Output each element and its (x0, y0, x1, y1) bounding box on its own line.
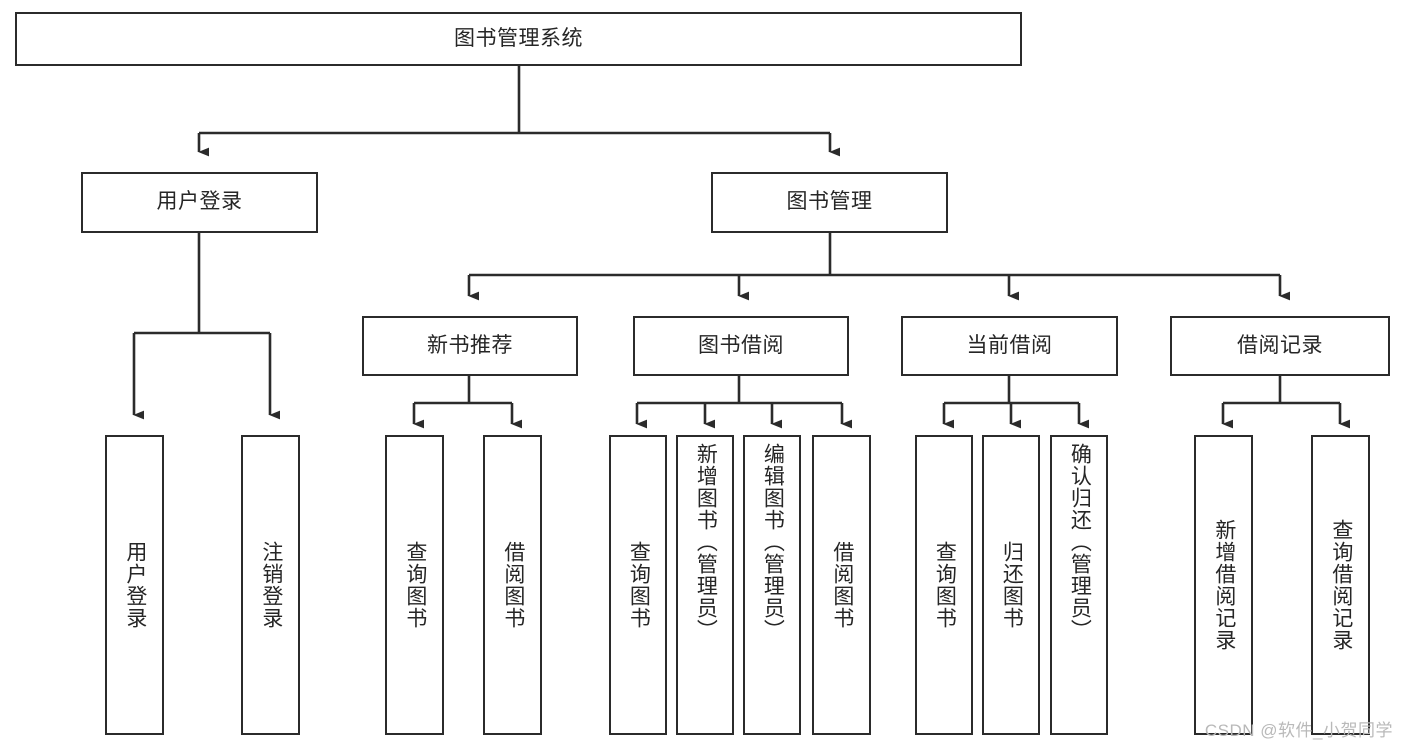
node-current-borrow[interactable]: 当前借阅 (901, 316, 1118, 376)
node-root[interactable]: 图书管理系统 (15, 12, 1022, 66)
node-user-login[interactable]: 用户登录 (81, 172, 318, 233)
node-leaf-query-record-label: 查询借阅记录 (1329, 519, 1353, 651)
node-leaf-add-book-label: 新增图书（管理员） (694, 443, 718, 641)
node-leaf-query-book-3-label: 查询图书 (933, 541, 957, 629)
node-leaf-user-login[interactable]: 用户登录 (105, 435, 164, 735)
node-leaf-user-login-label: 用户登录 (123, 541, 147, 629)
node-leaf-borrow-book-2[interactable]: 借阅图书 (812, 435, 871, 735)
node-leaf-query-book-2-label: 查询图书 (627, 541, 651, 629)
node-leaf-add-record[interactable]: 新增借阅记录 (1194, 435, 1253, 735)
node-leaf-borrow-book-1-label: 借阅图书 (501, 541, 525, 629)
node-leaf-confirm-return[interactable]: 确认归还（管理员） (1050, 435, 1108, 735)
node-leaf-confirm-return-label: 确认归还（管理员） (1068, 443, 1092, 641)
watermark-text: CSDN @软件_小贺同学 (1204, 721, 1393, 740)
node-leaf-logout-label: 注销登录 (259, 541, 283, 629)
node-new-book-recommend-label: 新书推荐 (427, 333, 513, 357)
node-root-label: 图书管理系统 (454, 26, 583, 50)
node-book-borrow-label: 图书借阅 (698, 333, 784, 357)
node-leaf-borrow-book-2-label: 借阅图书 (830, 541, 854, 629)
node-leaf-add-book[interactable]: 新增图书（管理员） (676, 435, 734, 735)
node-leaf-borrow-book-1[interactable]: 借阅图书 (483, 435, 542, 735)
node-leaf-query-book-1[interactable]: 查询图书 (385, 435, 444, 735)
node-leaf-query-book-1-label: 查询图书 (403, 541, 427, 629)
node-leaf-return-book[interactable]: 归还图书 (982, 435, 1040, 735)
node-book-manage[interactable]: 图书管理 (711, 172, 948, 233)
node-user-login-label: 用户登录 (156, 190, 243, 214)
node-borrow-record[interactable]: 借阅记录 (1170, 316, 1390, 376)
node-current-borrow-label: 当前借阅 (966, 333, 1053, 357)
node-new-book-recommend[interactable]: 新书推荐 (362, 316, 578, 376)
node-book-borrow[interactable]: 图书借阅 (633, 316, 849, 376)
node-leaf-return-book-label: 归还图书 (1000, 541, 1024, 629)
node-leaf-query-book-2[interactable]: 查询图书 (609, 435, 667, 735)
node-borrow-record-label: 借阅记录 (1237, 333, 1323, 357)
node-leaf-logout[interactable]: 注销登录 (241, 435, 300, 735)
node-leaf-query-record[interactable]: 查询借阅记录 (1311, 435, 1370, 735)
node-book-manage-label: 图书管理 (786, 190, 873, 214)
node-leaf-query-book-3[interactable]: 查询图书 (915, 435, 973, 735)
node-leaf-edit-book[interactable]: 编辑图书（管理员） (743, 435, 801, 735)
node-leaf-edit-book-label: 编辑图书（管理员） (761, 443, 785, 641)
node-leaf-add-record-label: 新增借阅记录 (1212, 519, 1236, 651)
